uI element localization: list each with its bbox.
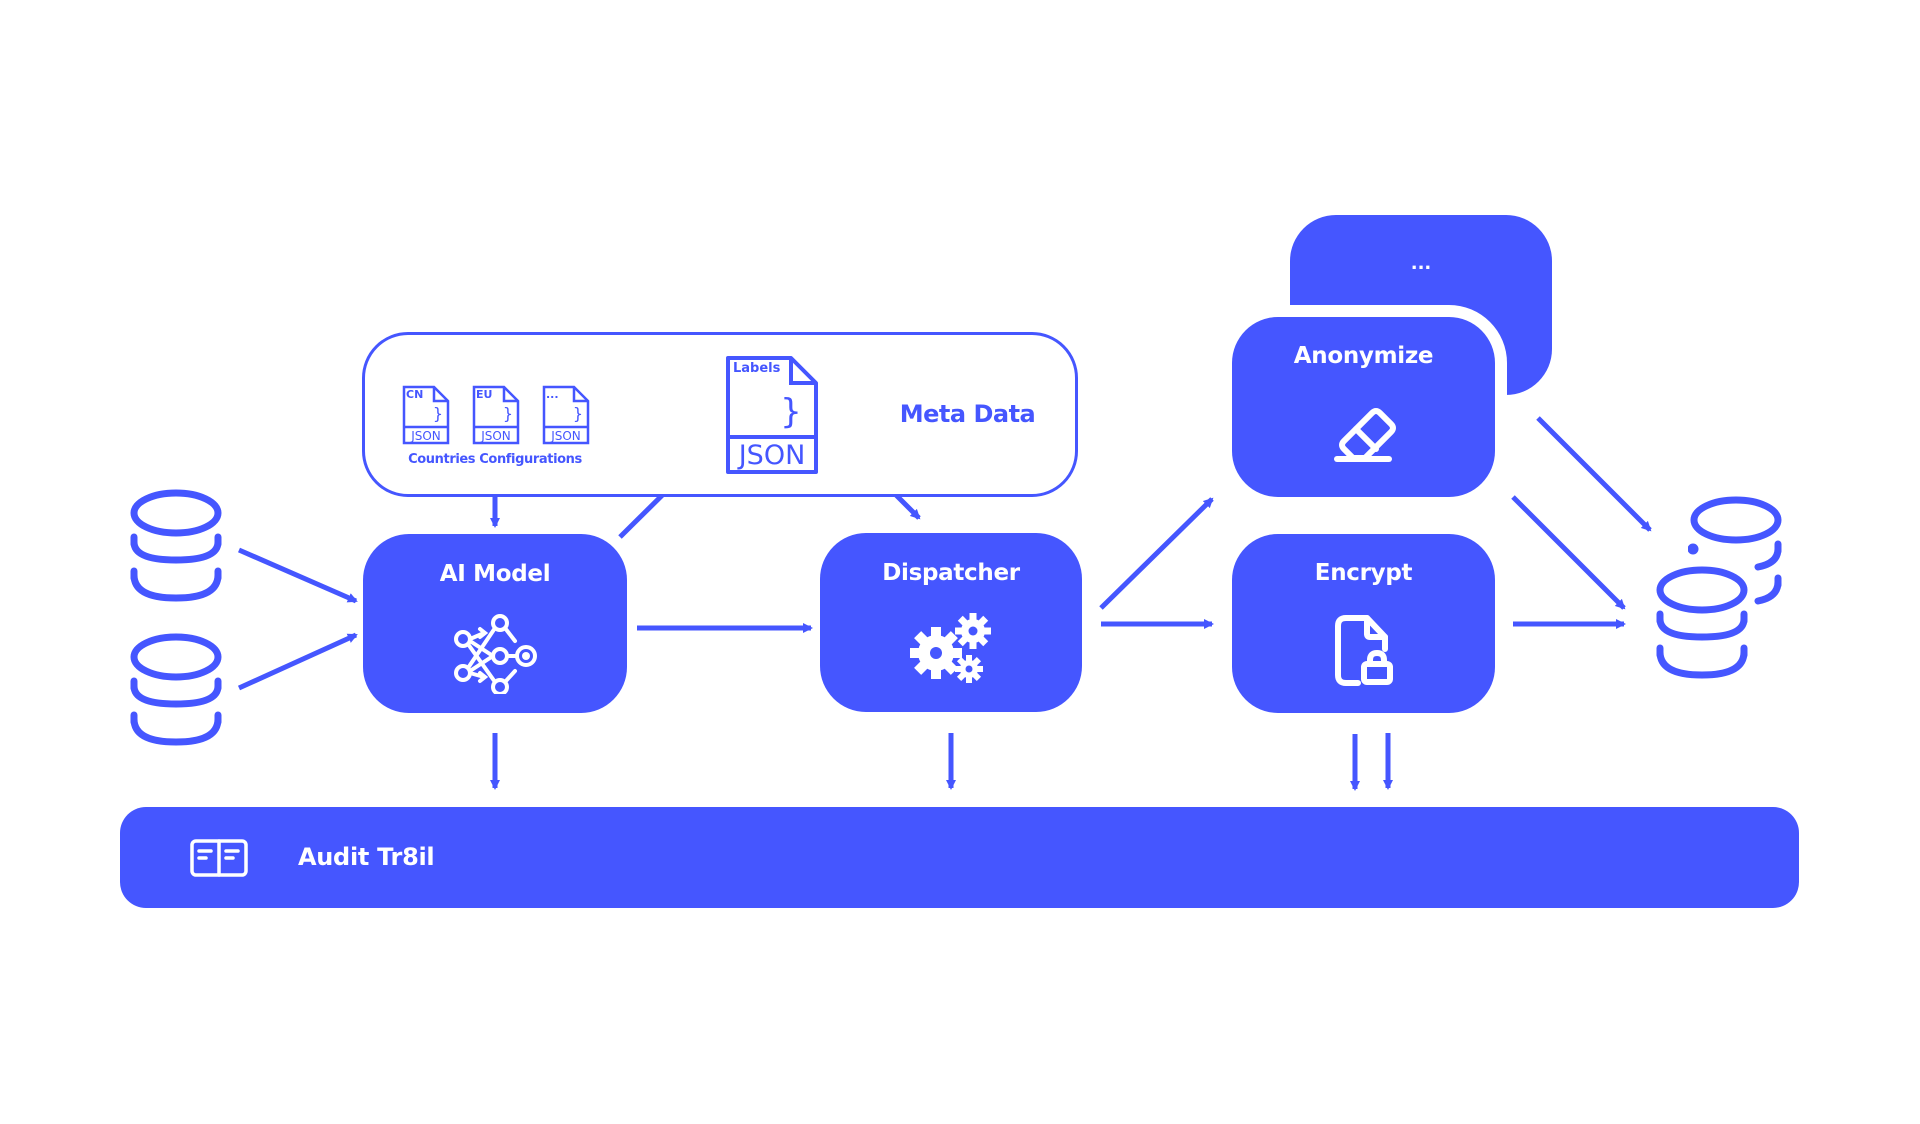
arrow-source1-to-ai-model (238, 547, 358, 604)
encrypt-node[interactable]: Encrypt (1232, 534, 1495, 713)
config-tag: EU (476, 388, 493, 401)
dispatcher-node[interactable]: Dispatcher (820, 533, 1082, 712)
config-file-cn: } CN JSON (402, 385, 450, 445)
audit-trail-label: Audit Tr8il (298, 843, 435, 871)
svg-text:}: } (780, 392, 802, 432)
json-file-icon: } (472, 385, 520, 445)
book-open-icon (190, 839, 248, 877)
config-file-more: } ... JSON (542, 385, 590, 445)
labels-json-file: } Labels JSON (725, 355, 819, 475)
arrow-dispatcher-to-anonymize (1099, 497, 1214, 610)
labels-tag: Labels (733, 361, 781, 376)
meta-data-group (362, 332, 1078, 497)
file-lock-icon (1334, 615, 1393, 686)
config-tag: CN (406, 388, 424, 401)
countries-configurations-caption: Countries Configurations (408, 452, 582, 467)
config-filetype: JSON (551, 429, 581, 443)
database-icon (1656, 566, 1748, 679)
encrypt-title: Encrypt (1314, 560, 1413, 586)
neural-network-icon (454, 614, 537, 694)
config-file-eu: } EU JSON (472, 385, 520, 445)
ai-model-title: AI Model (439, 561, 551, 587)
svg-text:}: } (503, 404, 513, 423)
gears-icon (910, 613, 991, 683)
arrow-source2-to-ai-model (237, 632, 358, 691)
eraser-icon (1333, 408, 1396, 462)
meta-data-title: Meta Data (899, 400, 1036, 428)
svg-text:}: } (573, 404, 583, 423)
json-file-icon: } (402, 385, 450, 445)
labels-filetype: JSON (738, 440, 806, 471)
more-steps-label: ... (1410, 253, 1432, 274)
anonymize-node[interactable]: Anonymize (1232, 317, 1495, 497)
arrow-more-to-target (1536, 416, 1652, 532)
audit-trail-bar[interactable]: Audit Tr8il (120, 807, 1799, 908)
database-icon (1688, 496, 1782, 605)
arrow-anonymize-to-target (1511, 495, 1626, 610)
database-icon (130, 633, 222, 746)
config-filetype: JSON (411, 429, 441, 443)
dispatcher-title: Dispatcher (882, 560, 1020, 586)
config-tag: ... (546, 388, 559, 401)
database-icon (130, 489, 222, 602)
config-filetype: JSON (481, 429, 511, 443)
json-file-icon: } (726, 356, 818, 474)
ai-model-node[interactable]: AI Model (363, 534, 627, 713)
svg-text:}: } (433, 404, 443, 423)
json-file-icon: } (542, 385, 590, 445)
anonymize-title: Anonymize (1293, 343, 1434, 369)
